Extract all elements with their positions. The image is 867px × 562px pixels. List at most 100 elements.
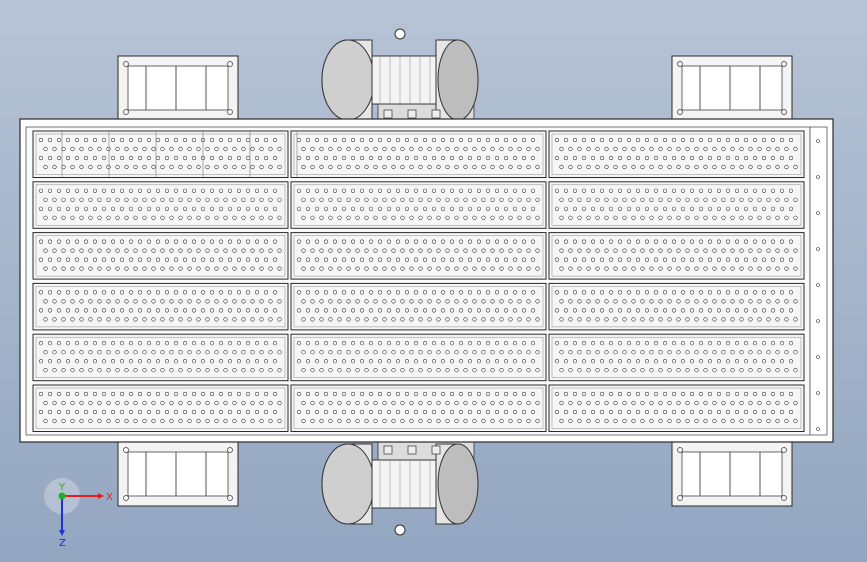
perforation-hole (694, 197, 699, 202)
perforation-hole (395, 206, 401, 211)
perforation-hole (517, 146, 522, 152)
perforation-hole (563, 188, 569, 193)
perforation-hole (373, 164, 378, 170)
perforation-hole (517, 266, 522, 271)
perforation-hole (554, 341, 560, 346)
perforation-hole (445, 299, 450, 304)
perforation-hole (52, 317, 57, 322)
perforation-hole (617, 341, 623, 346)
perforation-hole (563, 290, 569, 295)
perforation-hole (400, 248, 405, 253)
perforation-hole (559, 197, 564, 202)
perforation-hole (703, 418, 708, 424)
perforation-hole (757, 400, 762, 406)
perforation-hole (382, 266, 387, 271)
perforation-hole (232, 146, 237, 152)
perforation-hole (128, 290, 134, 295)
perforation-hole (685, 299, 690, 304)
perforation-hole (74, 308, 80, 313)
perforation-hole (146, 155, 152, 161)
perforation-hole (499, 317, 504, 322)
perforation-hole (481, 400, 486, 406)
perforation-hole (301, 350, 306, 355)
perforation-hole (635, 257, 641, 262)
perforation-hole (227, 206, 233, 211)
perforation-hole (227, 359, 233, 364)
perforation-hole (245, 290, 251, 295)
perforation-hole (382, 248, 387, 253)
perforation-hole (662, 155, 668, 161)
perforation-hole (595, 400, 600, 406)
perforation-hole (160, 164, 165, 170)
perforation-hole (386, 257, 392, 262)
perforation-hole (268, 400, 273, 406)
perforation-hole (712, 418, 717, 424)
perforation-hole (626, 155, 632, 161)
perforation-hole (698, 391, 704, 397)
perforation-hole (721, 350, 726, 355)
perforation-hole (332, 359, 338, 364)
perforation-hole (133, 368, 138, 373)
perforation-hole (440, 137, 446, 143)
perforation-hole (142, 400, 147, 406)
perforation-hole (494, 137, 500, 143)
perforation-hole (160, 197, 165, 202)
perforation-hole (586, 215, 591, 220)
perforation-hole (259, 215, 264, 220)
perforation-hole (305, 359, 311, 364)
perforation-hole (214, 197, 219, 202)
perforation-hole (590, 188, 596, 193)
perforation-hole (595, 197, 600, 202)
perforation-hole (535, 350, 540, 355)
perforation-hole (508, 197, 513, 202)
perforation-hole (422, 155, 428, 161)
perforation-hole (521, 239, 527, 244)
perforation-hole (250, 418, 255, 424)
perforation-hole (436, 146, 441, 152)
perforation-hole (160, 146, 165, 152)
panel-outline (548, 384, 805, 432)
perforation-hole (703, 299, 708, 304)
perforation-hole (404, 290, 410, 295)
perforation-hole (757, 368, 762, 373)
lip-rivet (816, 319, 820, 323)
perforation-hole (427, 164, 432, 170)
lip-rivet (816, 355, 820, 359)
perforation-hole (314, 188, 320, 193)
perforation-hole (599, 341, 605, 346)
perforation-hole (83, 290, 89, 295)
perforation-hole (595, 350, 600, 355)
perforation-hole (350, 341, 356, 346)
perforation-hole (223, 368, 228, 373)
perforation-hole (101, 409, 107, 415)
perforation-hole (559, 368, 564, 373)
perforation-hole (254, 359, 260, 364)
perforation-hole (436, 317, 441, 322)
perforation-hole (517, 299, 522, 304)
perforation-hole (142, 350, 147, 355)
perforation-hole (355, 146, 360, 152)
perforation-hole (133, 248, 138, 253)
perforation-hole (481, 317, 486, 322)
perforation-hole (200, 239, 206, 244)
perforation-hole (599, 155, 605, 161)
perforation-hole (404, 308, 410, 313)
perforation-hole (563, 257, 569, 262)
perforation-hole (793, 350, 798, 355)
perforation-hole (431, 188, 437, 193)
perforation-hole (658, 400, 663, 406)
perforation-hole (494, 239, 500, 244)
perforation-hole (214, 164, 219, 170)
perforation-hole (92, 359, 98, 364)
perforation-hole (310, 368, 315, 373)
perforation-hole (476, 257, 482, 262)
perforation-hole (218, 308, 224, 313)
bolt-icon (677, 495, 683, 501)
perforation-hole (490, 368, 495, 373)
perforation-hole (310, 400, 315, 406)
perforation-hole (554, 239, 560, 244)
perforation-hole (653, 188, 659, 193)
perforation-hole (227, 257, 233, 262)
perforation-hole (685, 400, 690, 406)
